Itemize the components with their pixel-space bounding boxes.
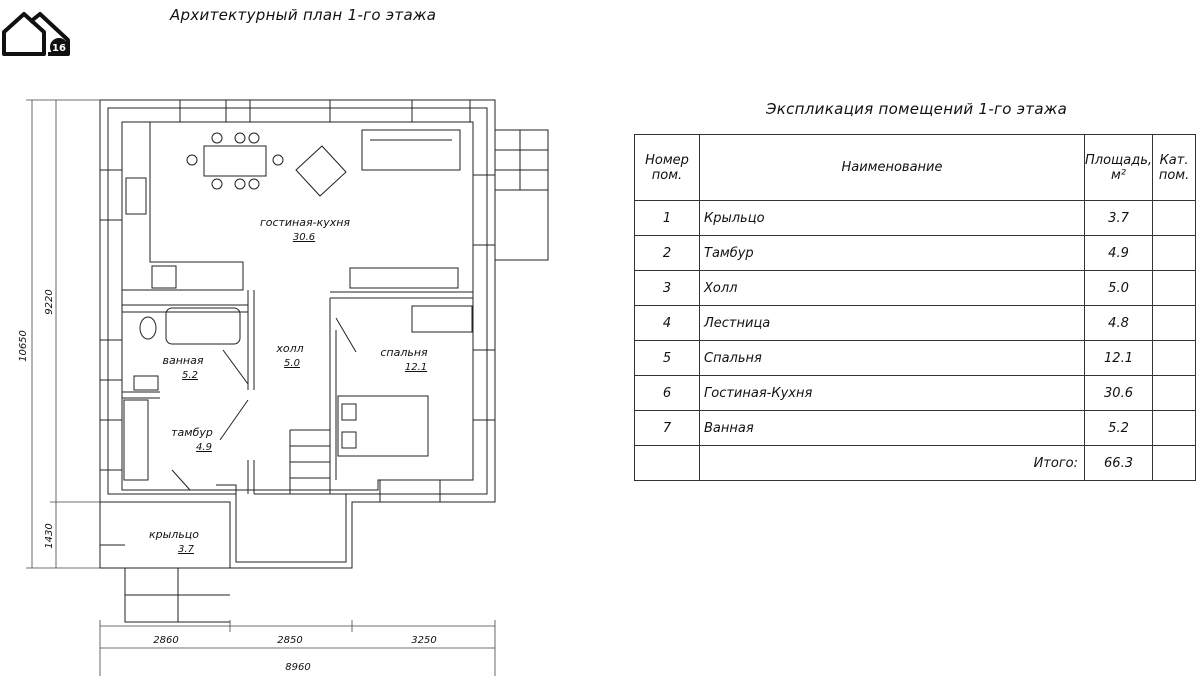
header-name: Наименование	[699, 134, 1085, 201]
row-num: 5	[634, 340, 700, 376]
row-cat	[1152, 340, 1197, 376]
row-name: Тамбур	[699, 235, 1085, 271]
dim-left-total: 10650	[18, 330, 29, 362]
room-label-bedroom: спальня	[380, 346, 428, 359]
total-empty	[634, 445, 700, 481]
row-area: 4.9	[1083, 235, 1154, 271]
row-area: 5.0	[1083, 270, 1154, 306]
row-name: Спальня	[699, 340, 1085, 376]
header-cat: Кат. пом.	[1152, 134, 1197, 201]
room-area-porch: 3.7	[178, 544, 195, 555]
row-name: Гостиная-Кухня	[699, 375, 1085, 411]
table-header-row: Номер пом. Наименование Площадь, м² Кат.…	[634, 134, 1197, 201]
table-row: 2 Тамбур 4.9	[634, 235, 1197, 271]
dim-bottom-2: 2850	[277, 635, 302, 646]
dim-left-main: 9220	[44, 289, 55, 314]
explication-title: Экспликация помещений 1-го этажа	[766, 100, 1068, 118]
row-name: Холл	[699, 270, 1085, 306]
logo-badge	[50, 38, 68, 56]
row-cat	[1152, 410, 1197, 446]
logo-number: 16	[52, 43, 66, 54]
table-row: 3 Холл 5.0	[634, 270, 1197, 306]
row-area: 30.6	[1083, 375, 1154, 411]
row-name: Крыльцо	[699, 200, 1085, 236]
explication-table: Номер пом. Наименование Площадь, м² Кат.…	[634, 134, 1197, 481]
table-total-row: Итого: 66.3	[634, 445, 1197, 481]
row-cat	[1152, 200, 1197, 236]
row-cat	[1152, 270, 1197, 306]
room-label-vestibule: тамбур	[171, 426, 213, 439]
room-label-hall: холл	[275, 342, 303, 355]
table-row: 6 Гостиная-Кухня 30.6	[634, 375, 1197, 411]
room-label-porch: крыльцо	[149, 528, 199, 541]
table-row: 5 Спальня 12.1	[634, 340, 1197, 376]
row-cat	[1152, 305, 1197, 341]
room-area-hall: 5.0	[284, 358, 300, 369]
row-num: 2	[634, 235, 700, 271]
row-num: 1	[634, 200, 700, 236]
room-area-bedroom: 12.1	[405, 362, 427, 373]
dim-bottom-1: 2860	[153, 635, 178, 646]
table-row: 7 Ванная 5.2	[634, 410, 1197, 446]
room-area-living-kitchen: 30.6	[293, 232, 315, 243]
dim-bottom-3: 3250	[411, 635, 436, 646]
total-label: Итого:	[699, 445, 1085, 481]
room-area-vestibule: 4.9	[196, 442, 212, 453]
total-value: 66.3	[1083, 445, 1154, 481]
room-label-bathroom: ванная	[163, 354, 204, 367]
row-name: Ванная	[699, 410, 1085, 446]
row-num: 7	[634, 410, 700, 446]
total-cat	[1152, 445, 1197, 481]
header-area: Площадь, м²	[1083, 134, 1154, 201]
header-num: Номер пом.	[634, 134, 700, 201]
room-area-bathroom: 5.2	[182, 370, 198, 381]
row-cat	[1152, 235, 1197, 271]
dim-bottom-total: 8960	[285, 662, 310, 673]
row-cat	[1152, 375, 1197, 411]
table-row: 4 Лестница 4.8	[634, 305, 1197, 341]
row-name: Лестница	[699, 305, 1085, 341]
dim-left-porch: 1430	[44, 523, 55, 548]
row-area: 4.8	[1083, 305, 1154, 341]
row-area: 12.1	[1083, 340, 1154, 376]
row-area: 3.7	[1083, 200, 1154, 236]
plan-title: Архитектурный план 1-го этажа	[170, 6, 437, 24]
row-num: 4	[634, 305, 700, 341]
row-num: 3	[634, 270, 700, 306]
row-area: 5.2	[1083, 410, 1154, 446]
table-row: 1 Крыльцо 3.7	[634, 200, 1197, 236]
dimension-lines	[26, 99, 496, 676]
room-label-living-kitchen: гостиная-кухня	[260, 216, 350, 229]
row-num: 6	[634, 375, 700, 411]
